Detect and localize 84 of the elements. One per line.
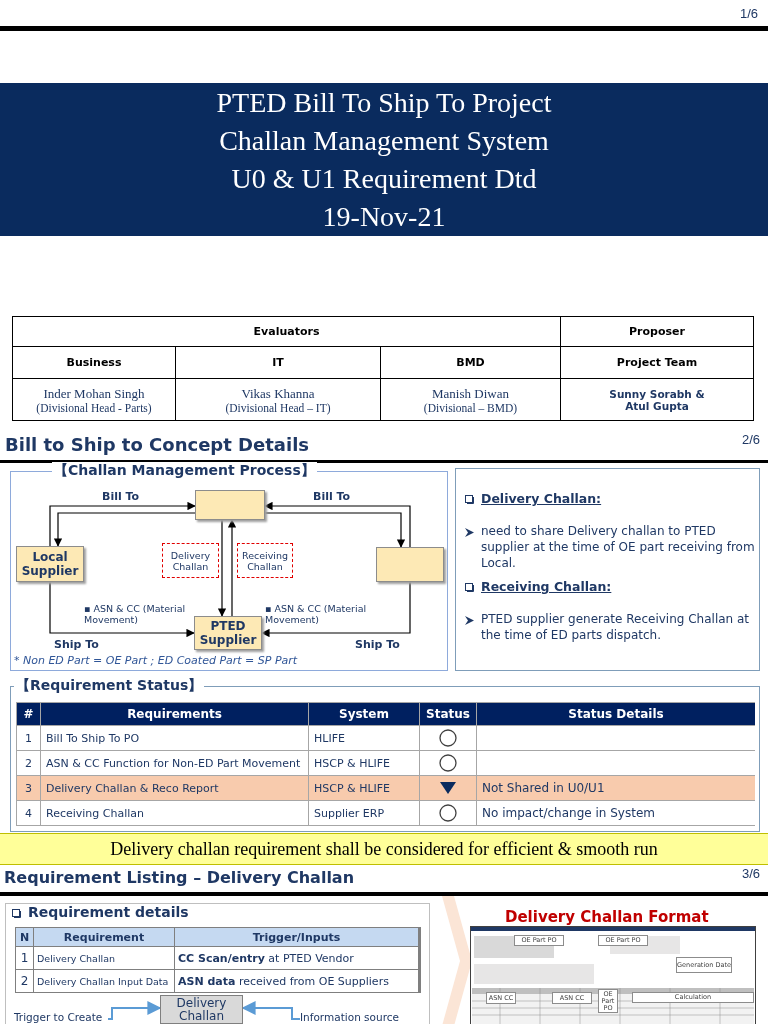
process-box <box>160 995 243 1024</box>
table-header-cell: Status Details <box>477 703 755 725</box>
table-header-cell: Requirement <box>34 928 174 946</box>
slide-heading: Bill to Ship to Concept Details <box>5 434 310 455</box>
table-cell: Delivery Challan Input Data <box>34 970 174 992</box>
table-header-cell: Business <box>13 347 175 378</box>
dashed-box <box>237 543 293 578</box>
table-header-cell: Status <box>420 703 476 725</box>
table-cell: Supplier ERP <box>309 801 419 825</box>
table-header-cell: # <box>17 703 40 725</box>
table-cell: ASN & CC Function for Non-ED Part Movement <box>41 751 308 775</box>
node-label: Delivery Challan <box>175 996 228 1023</box>
node-label: Delivery Challan <box>169 549 212 572</box>
arrow <box>49 501 196 547</box>
table-cell: 4 <box>17 801 40 825</box>
person-name: Vikas Khanna <box>241 385 315 402</box>
table-header-cell: BMD <box>381 347 560 378</box>
table-cell: 1 <box>16 947 33 969</box>
page-number: 1/6 <box>740 6 759 21</box>
section-title: Requirement details <box>27 904 190 920</box>
arrow <box>227 519 237 617</box>
node-label: PTED Supplier <box>198 619 258 647</box>
arrow <box>241 1001 301 1020</box>
table-cell: Delivery Challan & Reco Report <box>41 776 308 800</box>
person-name: Inder Mohan Singh <box>43 385 145 402</box>
table-cell: Not Shared in U0/U1 <box>477 776 755 800</box>
annotation: ▪ ASN & CC (Material Movement) <box>84 603 187 625</box>
process-box <box>195 490 265 520</box>
table-cell: No impact/change in System <box>477 801 755 825</box>
section-heading: Receiving Challan: <box>481 579 612 594</box>
table-header-cell: IT <box>176 347 380 378</box>
table-cell: Sunny Sorabh & Atul Gupta <box>561 379 753 420</box>
table-header-cell: Proposer <box>561 317 753 346</box>
table-cell: 1 <box>17 726 40 750</box>
job-title: (Divisional Head – IT) <box>225 401 331 414</box>
title: PTED Bill To Ship To Project Challan Management System U0 & U1 Requirement Dtd 19-Nov-21 <box>215 85 553 234</box>
table-cell: HLIFE <box>309 726 419 750</box>
table-header-cell: Requirements <box>41 703 308 725</box>
slide-heading: Requirement Listing – Delivery Challan <box>4 868 355 887</box>
node-label: Information source <box>300 1011 399 1023</box>
arrow <box>264 501 411 548</box>
arrow <box>53 512 196 547</box>
paragraph: PTED supplier generate Receiving Challan at the time of ED parts dispatch. <box>481 611 751 643</box>
table-cell: HSCP & HLIFE <box>309 751 419 775</box>
table-cell: 2 <box>17 751 40 775</box>
banner: Delivery challan requirement shall be considered for efficient & smooth run <box>0 833 768 865</box>
table-header-cell: Trigger/Inputs <box>175 928 418 946</box>
edge-label: Bill To <box>100 490 142 503</box>
job-title: (Divisional – BMD) <box>423 401 518 414</box>
cell-text: CC Scan/entry at PTED Vendor <box>178 951 354 965</box>
arrow <box>107 1001 162 1020</box>
table-cell: Receiving Challan <box>41 801 308 825</box>
page-number: 3/6 <box>742 866 761 881</box>
table-header-cell: Project Team <box>561 347 753 378</box>
table-header-cell: System <box>309 703 419 725</box>
person-name: Manish Diwan <box>432 385 509 402</box>
edge-label: Ship To <box>353 638 402 651</box>
node-label: Local Supplier <box>20 550 80 578</box>
node-label: Receiving Challan <box>240 549 289 572</box>
arrow <box>261 581 411 638</box>
page-number: 2/6 <box>742 432 761 447</box>
table-cell: 2 <box>16 970 33 992</box>
table-cell: HSCP & HLIFE <box>309 776 419 800</box>
table-header-cell: N <box>16 928 33 946</box>
section-title: Delivery Challan Format <box>505 908 709 926</box>
table-cell: Delivery Challan <box>34 947 174 969</box>
process-box <box>376 547 444 582</box>
table-header-cell: Evaluators <box>13 317 560 346</box>
cell-text: ASN data received from OE Suppliers <box>178 974 389 988</box>
section-title: 【Challan Management Process】 <box>52 462 317 480</box>
edge-label: Bill To <box>311 490 353 503</box>
paragraph: need to share Delivery challan to PTED supplier at the time of OE part receiving from Local. <box>481 523 756 571</box>
annotation: ▪ ASN & CC (Material Movement) <box>265 603 368 625</box>
arrow <box>49 581 195 638</box>
arrow <box>264 512 406 548</box>
arrow <box>217 519 227 617</box>
dashed-box <box>162 543 219 578</box>
node-label: Trigger to Create <box>14 1011 103 1023</box>
table-cell: Bill To Ship To PO <box>41 726 308 750</box>
edge-label: Ship To <box>52 638 101 651</box>
table-cell: 3 <box>17 776 40 800</box>
job-title: (Divisional Head - Parts) <box>36 401 152 414</box>
section-title: 【Requirement Status】 <box>14 677 205 695</box>
section-heading: Delivery Challan: <box>481 491 602 506</box>
